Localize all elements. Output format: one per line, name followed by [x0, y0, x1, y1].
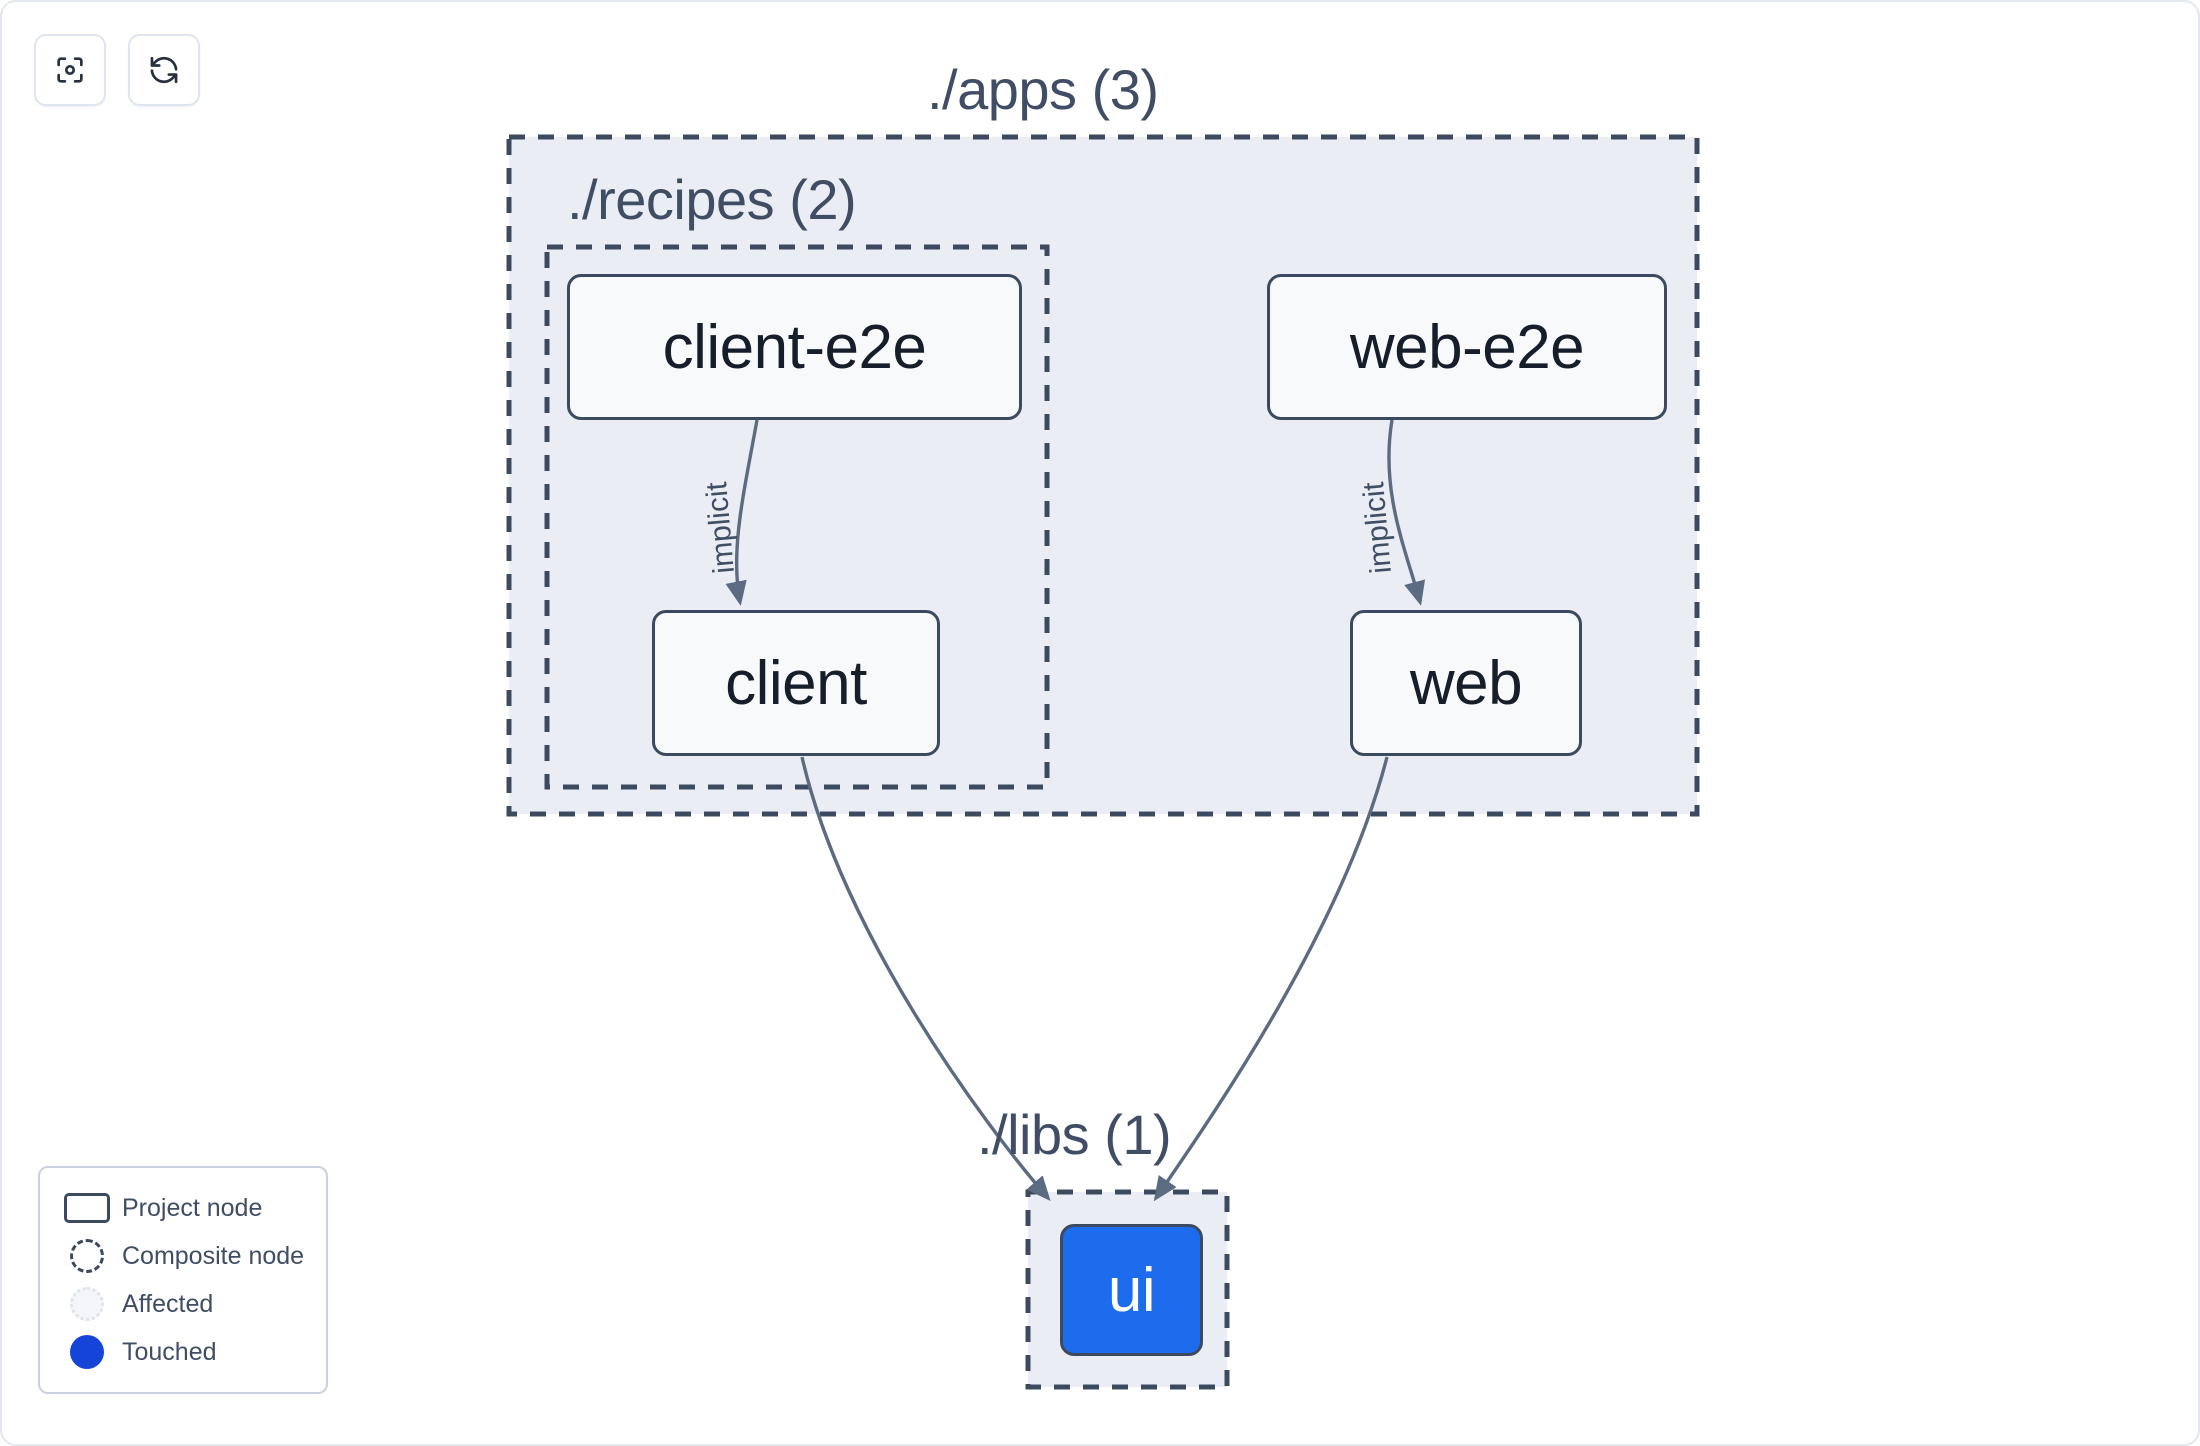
node-web[interactable]: web [1350, 610, 1582, 756]
legend-item-composite-node: Composite node [58, 1232, 304, 1280]
refresh-graph-button[interactable] [128, 34, 200, 106]
focus-target-icon [53, 53, 87, 87]
legend-label-project-node: Project node [122, 1193, 263, 1222]
legend-item-affected: Affected [58, 1280, 304, 1328]
refresh-icon [147, 53, 181, 87]
affected-swatch [58, 1287, 116, 1321]
project-node-swatch [58, 1193, 116, 1223]
edge-client-e2e-to-client [725, 419, 759, 606]
graph-toolbar [34, 34, 200, 106]
node-client[interactable]: client [652, 610, 940, 756]
group-label-apps[interactable]: ./apps (3) [927, 58, 1159, 121]
group-label-recipes[interactable]: ./recipes (2) [567, 168, 857, 231]
legend-label-touched: Touched [122, 1337, 217, 1366]
legend-label-affected: Affected [122, 1289, 214, 1318]
group-label-libs[interactable]: ./libs (1) [977, 1103, 1172, 1166]
edge-web-to-ui [1153, 756, 1389, 1202]
edge-label-client-e2e-to-client: implicit [700, 480, 741, 575]
composite-node-swatch [58, 1239, 116, 1273]
legend-item-touched: Touched [58, 1328, 304, 1376]
legend-item-project-node: Project node [58, 1184, 304, 1232]
focus-graph-button[interactable] [34, 34, 106, 106]
graph-legend: Project node Composite node Affected Tou… [38, 1166, 329, 1394]
node-web-e2e[interactable]: web-e2e [1267, 274, 1667, 420]
touched-swatch [58, 1335, 116, 1369]
legend-label-composite-node: Composite node [122, 1241, 305, 1270]
node-client-e2e[interactable]: client-e2e [567, 274, 1022, 420]
edge-web-e2e-to-web [1387, 419, 1426, 606]
node-ui[interactable]: ui [1060, 1224, 1203, 1356]
edge-client-to-ui [800, 756, 1051, 1201]
edge-label-web-e2e-to-web: implicit [1357, 480, 1398, 575]
